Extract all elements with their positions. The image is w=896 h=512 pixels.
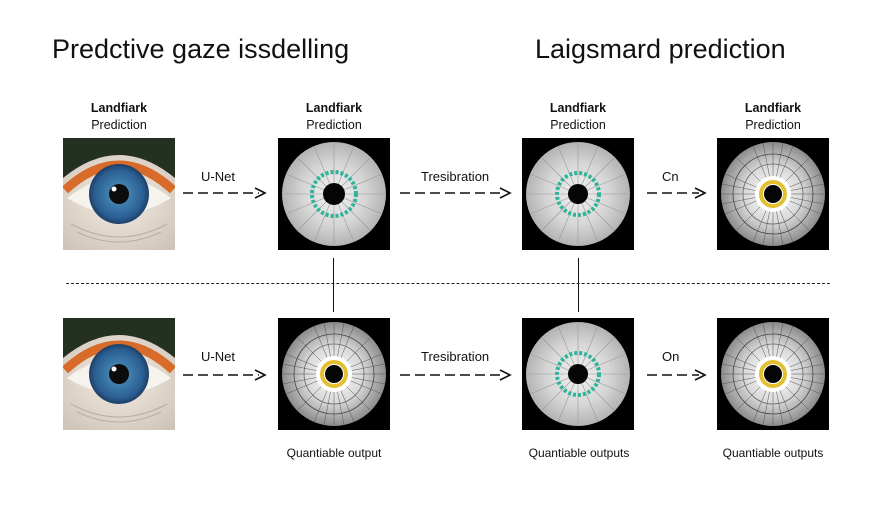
iris-teal-ring-icon [522,138,634,250]
eye-photo-icon [63,138,175,250]
output-label: Quantiable outputs [528,446,630,460]
iris-radial-tile [717,138,829,250]
arrow-label-cn: Cn [662,169,679,184]
vertical-connector [333,258,334,312]
caption-line2: Prediction [550,118,606,132]
eye-photo-tile [63,138,175,250]
iris-teal-ring-icon [278,138,390,250]
arrow-right-dashed-icon [647,369,707,381]
column-caption-3: Landfiark Prediction [508,100,648,134]
output-label: Quantiable outputs [722,446,824,460]
caption-line1: Landfiark [305,101,363,115]
caption-line1: Landfiark [549,101,607,115]
caption-line1: Landfiark [90,101,148,115]
caption-line2: Prediction [306,118,362,132]
iris-radial-tile [717,318,829,430]
eye-photo-icon [63,318,175,430]
arrow-right-dashed-icon [647,187,707,199]
column-caption-2: Landfiark Prediction [264,100,404,134]
arrow-label-tresibration: Tresibration [421,349,490,364]
iris-radial-yellow-icon [717,318,829,430]
arrow-label-unet: U-Net [201,349,235,364]
arrow-label-unet: U-Net [201,169,235,184]
arrow-label-tresibration: Tresibration [421,169,490,184]
iris-radial-yellow-icon [278,318,390,430]
caption-line2: Prediction [91,118,147,132]
column-caption-4: Landfiark Prediction [703,100,843,134]
iris-radial-tile [278,318,390,430]
arrow-right-dashed-icon [183,187,267,199]
iris-radial-yellow-icon [717,138,829,250]
arrow-label-on: On [662,349,680,364]
column-caption-1: Landfiark Prediction [49,100,189,134]
vertical-connector [578,258,579,312]
output-label: Quantiable output [286,446,382,460]
caption-line2: Prediction [745,118,801,132]
arrow-right-dashed-icon [400,369,512,381]
arrow-right-dashed-icon [400,187,512,199]
eye-photo-tile [63,318,175,430]
arrow-right-dashed-icon [183,369,267,381]
diagram-title-right: Laigsmard prediction [535,34,786,64]
caption-line1: Landfiark [744,101,802,115]
row-divider [66,283,830,284]
iris-teal-tile [278,138,390,250]
iris-teal-tile [522,138,634,250]
diagram-title-left: Predctive gaze issdelling [52,34,350,64]
iris-teal-ring-icon [522,318,634,430]
iris-teal-tile [522,318,634,430]
